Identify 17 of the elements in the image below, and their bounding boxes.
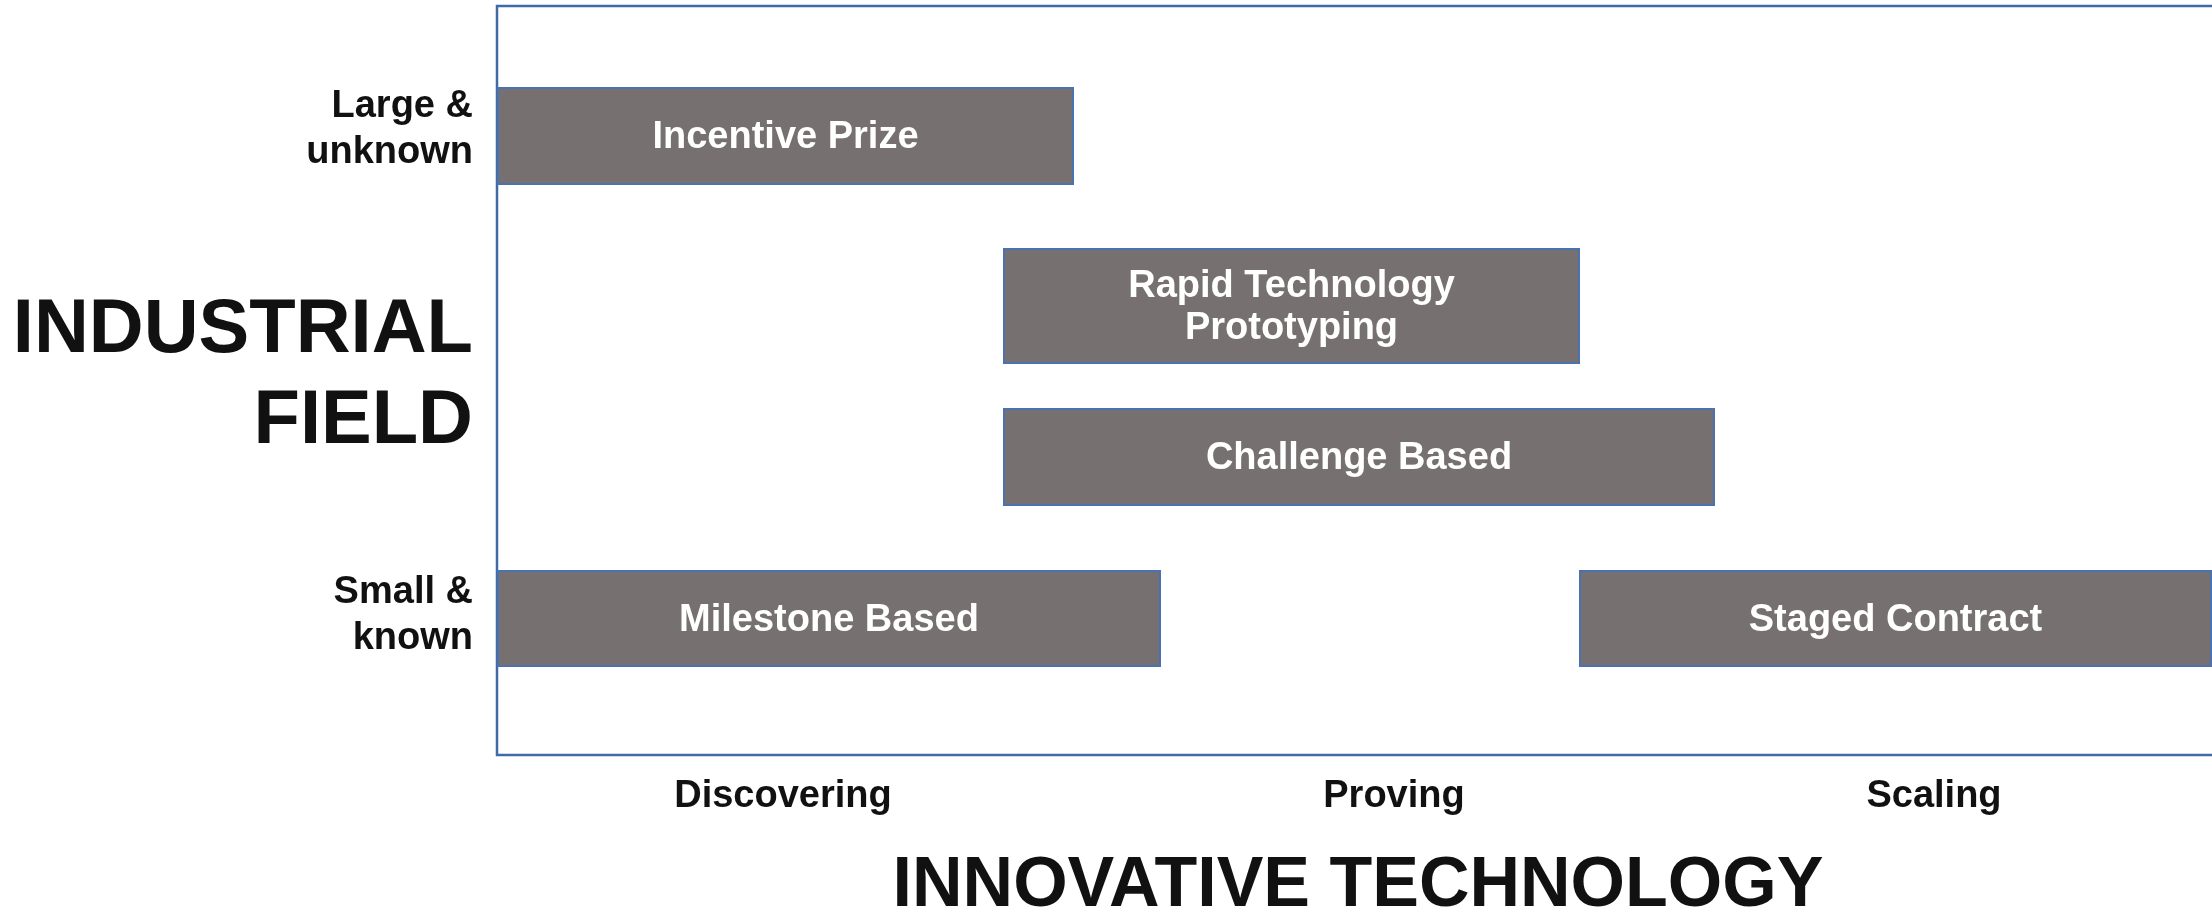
- strategy-bar: [1003, 248, 1580, 364]
- axis-category-label: Discovering: [673, 772, 893, 817]
- axis-title: INDUSTRIAL FIELD: [11, 282, 473, 462]
- axis-level-label: Large & unknown: [305, 82, 473, 173]
- bar-label: Incentive Prize: [652, 115, 919, 157]
- axis-category-label: Proving: [1322, 772, 1466, 817]
- axis-category-label: Scaling: [1865, 772, 2003, 817]
- axis-level-label: Small & known: [332, 568, 473, 659]
- strategy-bar: [1003, 408, 1715, 506]
- bar-label: Challenge Based: [1205, 436, 1513, 478]
- strategy-bar: [1579, 570, 2212, 667]
- bar-label: Milestone Based: [679, 597, 979, 640]
- strategy-bar: [497, 87, 1074, 185]
- strategy-bar: [497, 570, 1161, 667]
- bar-label: Rapid Technology Prototyping: [1127, 264, 1456, 348]
- axis-title: INNOVATIVE TECHNOLOGY: [891, 842, 1825, 919]
- bar-label: Staged Contract: [1748, 597, 2043, 640]
